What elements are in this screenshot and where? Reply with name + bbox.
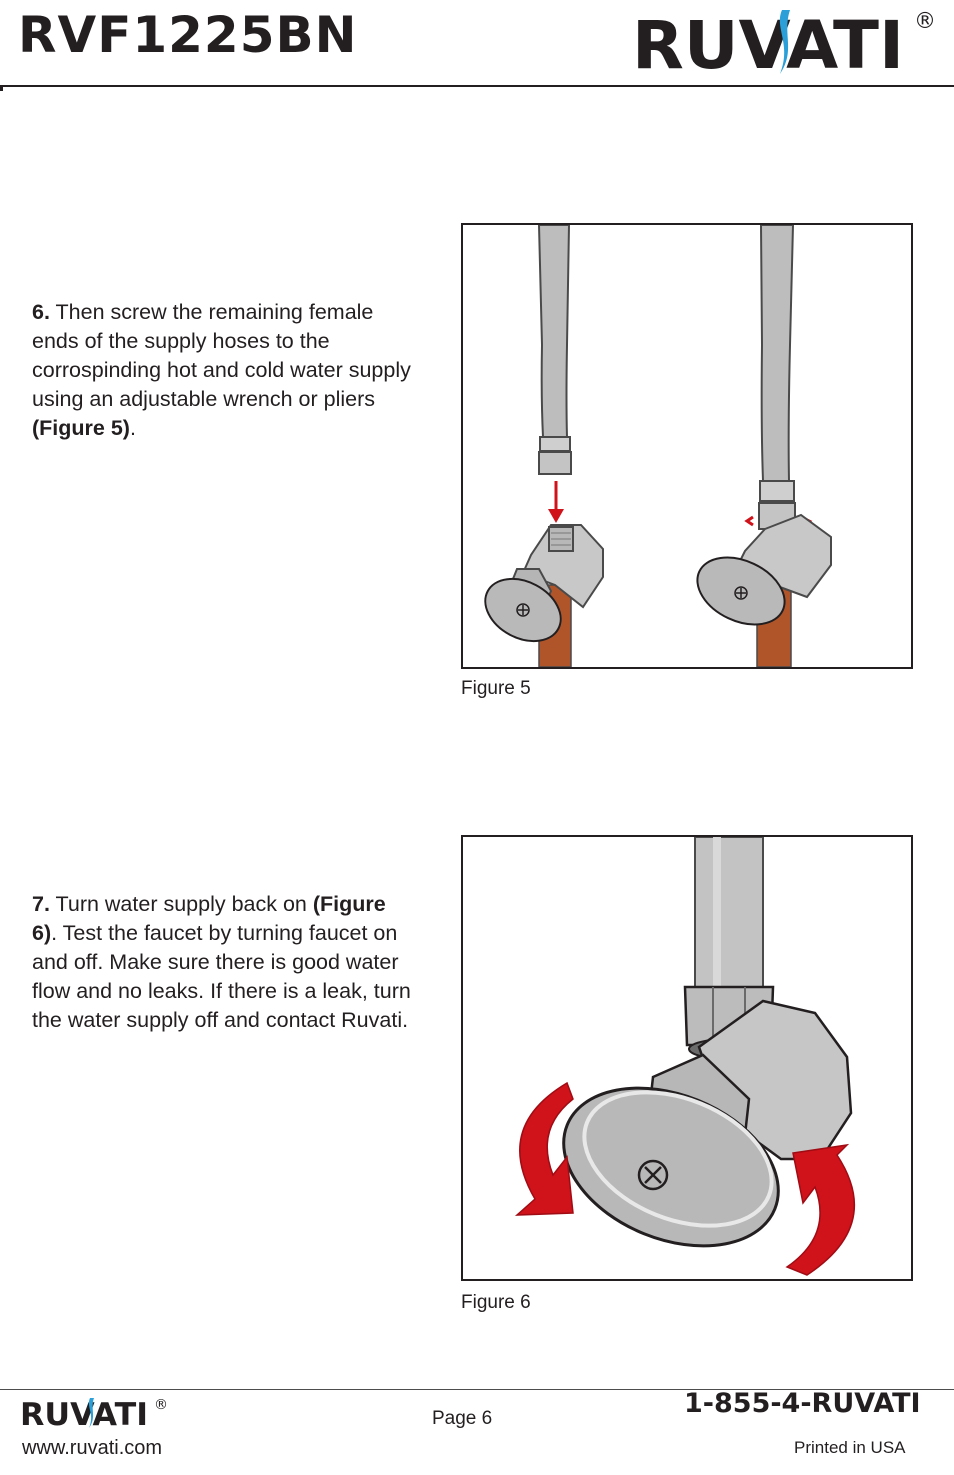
figure-reference: (Figure 5) [32,416,130,440]
step-text: Then screw the remaining female ends of … [32,300,411,411]
ruvati-logo-wordmark: RUVATI [632,7,904,76]
valve-turn-illustration [514,837,856,1276]
instruction-step-7: 7. Turn water supply back on (Figure 6).… [32,890,412,1035]
footer-ruvati-logo-wordmark: RUVATI [20,1397,148,1431]
supply-hose-illustration [484,225,832,667]
header-rule [0,85,954,87]
website-link[interactable]: www.ruvati.com [22,1437,163,1459]
figure-6 [461,835,913,1281]
step-number: 6. [32,300,50,324]
footer-rule [0,1389,954,1390]
registered-mark: ® [914,9,936,34]
footer-water-drop-icon [88,1398,94,1428]
printed-in-note: Printed in USA [794,1438,906,1457]
ruvati-logo-graphic: RUVATI ® [632,7,936,84]
rotate-left-arrow-icon [514,1081,574,1216]
step-text-end: . Test the faucet by turning faucet on a… [32,921,411,1032]
model-number: RVF1225BN [18,6,358,64]
step-number: 7. [32,892,50,916]
header-rule-tick [0,85,3,91]
figure-5 [461,223,913,669]
footer-ruvati-logo: RUVATI ® [20,1395,180,1436]
figure-5-caption: Figure 5 [461,678,531,699]
figure-6-caption: Figure 6 [461,1292,531,1313]
water-drop-icon [779,10,790,74]
instruction-step-6: 6. Then screw the remaining female ends … [32,298,412,443]
footer-ruvati-logo-graphic: RUVATI ® [20,1397,168,1433]
rotate-right-arrow-icon [785,1143,856,1276]
ruvati-logo: RUVATI ® [632,4,942,84]
page-number: Page 6 [432,1408,493,1429]
phone-number: 1-855-4-RUVATI [684,1388,921,1419]
step-text: Turn water supply back on [49,892,313,916]
figure-reference: (Figure 6) [32,892,386,945]
footer-registered-mark: ® [154,1397,168,1413]
step-text-end: . [129,416,136,440]
